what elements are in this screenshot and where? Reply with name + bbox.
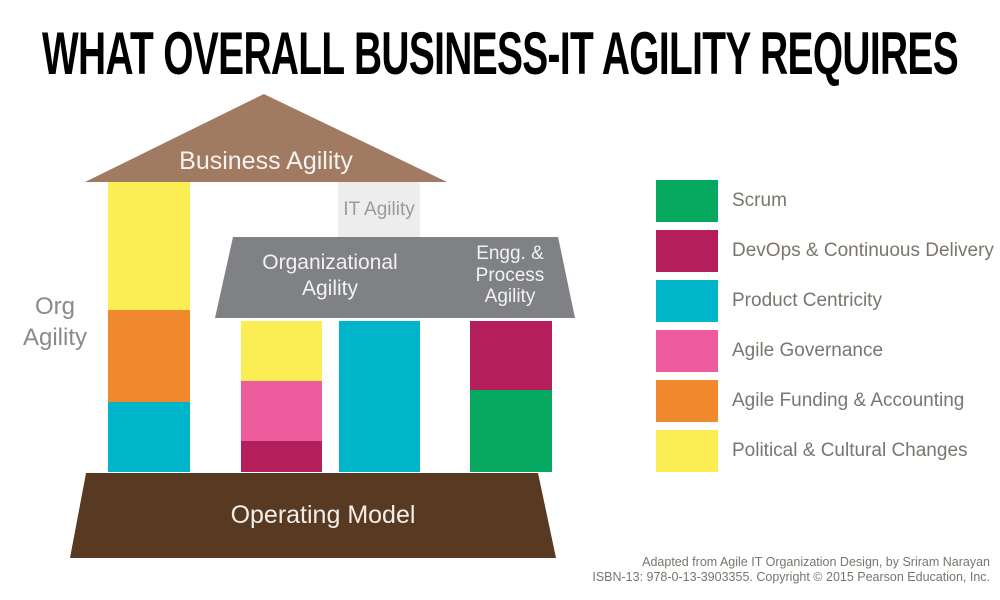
- pillar-segment-product_cyan: [108, 402, 190, 472]
- legend-swatch-political_yellow: [656, 430, 718, 472]
- pillar-product-centricity: [339, 321, 420, 472]
- pillar-org-agility: [108, 182, 190, 472]
- roof-business-agility: Business Agility: [85, 94, 447, 182]
- legend-label: Agile Governance: [732, 340, 884, 361]
- it-agility-box: IT Agility: [338, 182, 420, 237]
- pillar-segment-political_yellow: [108, 182, 190, 310]
- attribution-line2: ISBN-13: 978-0-13-3903355. Copyright © 2…: [592, 570, 990, 585]
- roof-label: Business Agility: [179, 147, 353, 175]
- legend-item: Product Centricity: [656, 280, 994, 322]
- base-operating-model: Operating Model: [70, 473, 556, 558]
- legend-swatch-product_cyan: [656, 280, 718, 322]
- beam-agility-lintel: Organizational Agility Engg. & Process A…: [215, 237, 575, 318]
- org-agility-side-label: Org Agility: [22, 293, 88, 351]
- pillar-segment-funding_orange: [108, 310, 190, 402]
- legend-label: Scrum: [732, 190, 787, 211]
- legend-label: Agile Funding & Accounting: [732, 390, 965, 411]
- pillar-segment-political_yellow: [241, 321, 322, 381]
- page-title: WHAT OVERALL BUSINESS-IT AGILITY REQUIRE…: [42, 20, 959, 87]
- legend-item: Political & Cultural Changes: [656, 430, 994, 472]
- pillar-engg-process-agility: [470, 321, 552, 472]
- organizational-agility-label: Organizational Agility: [262, 251, 398, 301]
- legend-item: DevOps & Continuous Delivery: [656, 230, 994, 272]
- pillar-segment-governance_pink: [241, 381, 322, 441]
- operating-model-label: Operating Model: [230, 501, 416, 529]
- page-title-text: WHAT OVERALL BUSINESS-IT AGILITY REQUIRE…: [42, 20, 958, 87]
- legend-item: Agile Governance: [656, 330, 994, 372]
- legend-swatch-scrum_green: [656, 180, 718, 222]
- pillar-segment-devops_crimson: [470, 321, 552, 390]
- legend-item: Scrum: [656, 180, 994, 222]
- pillar-organizational-agility: [241, 321, 322, 472]
- legend-label: DevOps & Continuous Delivery: [732, 240, 994, 261]
- legend-swatch-funding_orange: [656, 380, 718, 422]
- legend-swatch-governance_pink: [656, 330, 718, 372]
- legend-item: Agile Funding & Accounting: [656, 380, 994, 422]
- legend-label: Political & Cultural Changes: [732, 440, 968, 461]
- attribution: Adapted from Agile IT Organization Desig…: [592, 555, 990, 586]
- it-agility-label: IT Agility: [343, 198, 415, 220]
- legend-swatch-devops_crimson: [656, 230, 718, 272]
- legend-label: Product Centricity: [732, 290, 882, 311]
- attribution-line1: Adapted from Agile IT Organization Desig…: [642, 555, 990, 569]
- pillar-segment-devops_crimson: [241, 441, 322, 472]
- pillar-segment-scrum_green: [470, 390, 552, 472]
- pillar-segment-product_cyan: [339, 321, 420, 472]
- engg-process-agility-label: Engg. & Process Agility: [475, 243, 545, 308]
